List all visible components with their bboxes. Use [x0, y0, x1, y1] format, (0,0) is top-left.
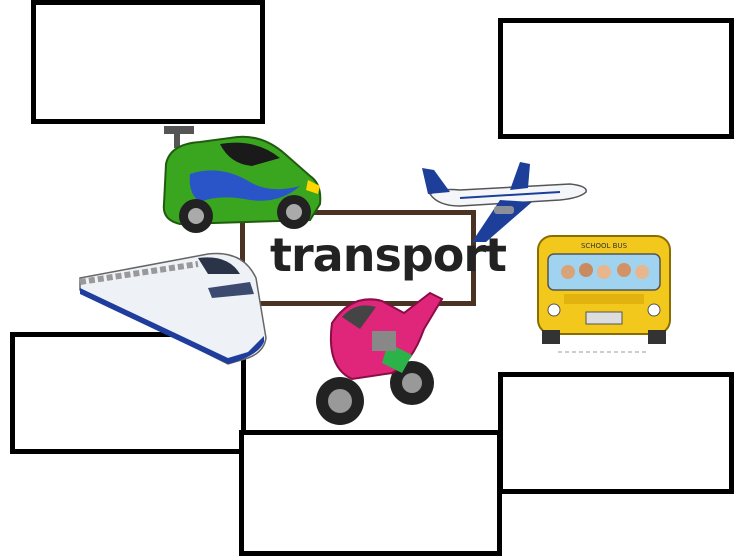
answer-box-top-right[interactable]	[498, 18, 734, 139]
school-bus-image: SCHOOL BUS	[528, 230, 678, 358]
answer-box-bottom-right[interactable]	[498, 372, 734, 494]
bullet-train-image	[78, 248, 270, 368]
bus-sign-text: SCHOOL BUS	[581, 242, 628, 250]
answer-box-bottom-center[interactable]	[239, 430, 502, 556]
sports-car-image	[160, 124, 325, 236]
motorcycle-image	[312, 283, 448, 431]
answer-box-top-left[interactable]	[31, 0, 265, 124]
